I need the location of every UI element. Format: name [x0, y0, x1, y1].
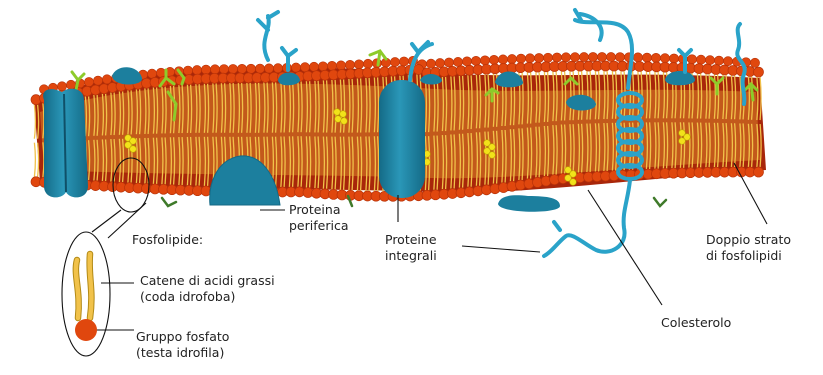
- phospholipid-head-surface: [345, 60, 354, 69]
- label-phosphate-group: Gruppo fosfato (testa idrofila): [136, 329, 229, 361]
- fatty-acid-tail: [38, 143, 39, 177]
- phospholipid-head-surface: [750, 58, 759, 67]
- phospholipid-head-surface: [291, 63, 300, 72]
- phospholipid-head-outer: [754, 67, 764, 77]
- phospholipid-head-surface: [57, 82, 66, 91]
- phospholipid-head-surface: [237, 64, 246, 73]
- phospholipid-head-surface: [489, 55, 498, 64]
- fatty-acid-tail: [34, 143, 35, 177]
- phospholipid-head-surface: [606, 52, 615, 61]
- phospholipid-head-surface: [354, 60, 363, 69]
- phospholipid-head-surface: [426, 59, 435, 68]
- phospholipid-head-surface: [579, 52, 588, 61]
- phospholipid-head-surface: [516, 54, 525, 63]
- label-fatty-acid-chains: Catene di acidi grassi (coda idrofoba): [140, 273, 275, 305]
- label-peripheral-protein: Proteina periferica: [289, 202, 348, 234]
- phospholipid-head-surface: [444, 58, 453, 67]
- phospholipid-head-surface: [147, 69, 156, 78]
- phospholipid-head-surface: [336, 61, 345, 70]
- phospholipid-head-surface: [219, 64, 228, 73]
- phospholipid-head-surface: [723, 57, 732, 66]
- label-integral-proteins: Proteine integrali: [385, 232, 437, 264]
- phospholipid-head-surface: [201, 65, 210, 74]
- phospholipid-head-surface: [192, 65, 201, 74]
- phospholipid-head-surface: [696, 55, 705, 64]
- label-bilayer: Doppio strato di fosfolipidi: [706, 232, 791, 264]
- phospholipid-head-surface: [300, 63, 309, 72]
- label-phospholipid: Fosfolipide:: [132, 232, 203, 248]
- phospholipid-head-surface: [156, 68, 165, 77]
- phospholipid-head-surface: [255, 64, 264, 73]
- phospholipid-head-surface: [399, 57, 408, 66]
- phospholipid-head-surface: [264, 64, 273, 73]
- phospholipid-head-surface: [525, 54, 534, 63]
- phospholipid-head-surface: [390, 57, 399, 66]
- phospholipid-head-surface: [588, 52, 597, 61]
- phospholipid-head-surface: [705, 56, 714, 65]
- phospholipid-head-surface: [633, 53, 642, 62]
- phospholipid-head-inner: [754, 167, 764, 177]
- phospholipid-head-surface: [471, 56, 480, 65]
- integral-protein: [379, 80, 425, 198]
- phospholipid-head-surface: [714, 56, 723, 65]
- peripheral-protein-bottom-2: [498, 195, 560, 211]
- phospholipid-head-surface: [327, 61, 336, 70]
- phospholipid-head-surface: [246, 64, 255, 73]
- label-cholesterol: Colesterolo: [661, 315, 731, 331]
- phospholipid-head-surface: [687, 55, 696, 64]
- phospholipid-head-surface: [543, 53, 552, 62]
- phospholipid-head-surface: [615, 53, 624, 62]
- phospholipid-head-surface: [435, 58, 444, 67]
- phospholipid-head-surface: [273, 64, 282, 73]
- phospholipid-head-surface: [570, 53, 579, 62]
- phospholipid-head-surface: [210, 65, 219, 74]
- phospholipid-head-surface: [309, 62, 318, 71]
- phospholipid-head-surface: [453, 57, 462, 66]
- phospholipid-head-surface: [84, 77, 93, 86]
- phospholipid-head-surface: [66, 80, 75, 89]
- phospholipid-head-surface: [534, 53, 543, 62]
- phospholipid-head-surface: [669, 54, 678, 63]
- phospholipid-zoom: [75, 254, 97, 341]
- phospholipid-head-surface: [93, 76, 102, 85]
- phospholipid-head-surface: [363, 59, 372, 68]
- phospholipid-head-surface: [498, 55, 507, 64]
- phospholipid-head-surface: [102, 75, 111, 84]
- phospholipid-head-surface: [228, 64, 237, 73]
- phospholipid-head-surface: [642, 53, 651, 62]
- phospholipid-head-surface: [552, 53, 561, 62]
- phospholipid-head-surface: [660, 54, 669, 63]
- phospholipid-head-surface: [507, 54, 516, 63]
- phospholipid-head-surface: [561, 53, 570, 62]
- phospholipid-head-surface: [462, 57, 471, 66]
- phospholipid-head-surface: [597, 52, 606, 61]
- phospholipid-head-surface: [480, 56, 489, 65]
- phospholipid-head-surface: [651, 53, 660, 62]
- fatty-acid-tail: [34, 105, 35, 139]
- phospholipid-head-surface: [318, 62, 327, 71]
- phospholipid-head-surface: [183, 66, 192, 75]
